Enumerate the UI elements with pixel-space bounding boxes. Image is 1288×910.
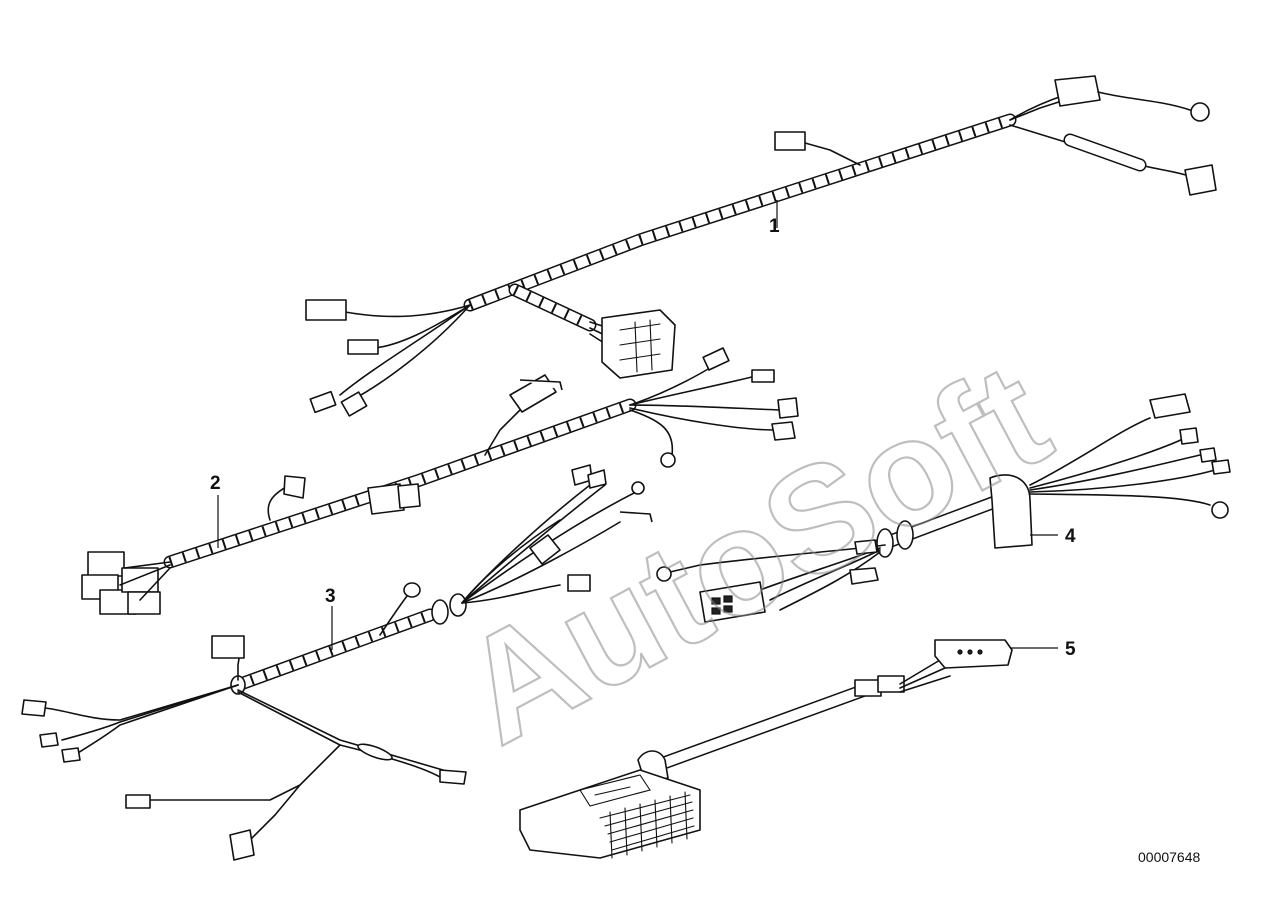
callout-2: 2 [210, 473, 221, 494]
harness-3-grommet [431, 593, 467, 625]
harness-5-inline-connector [854, 675, 905, 697]
harness-2: 2 [81, 347, 799, 615]
callout-1: 1 [769, 216, 780, 237]
harness-3: 3 [21, 464, 653, 861]
harness-5: 5 [519, 639, 1076, 859]
harness-1-block-connector [601, 309, 676, 379]
harness-1-connector-top-right [1054, 75, 1101, 107]
callout-5: 5 [1065, 639, 1076, 660]
harness-5-multipin-plug [519, 750, 701, 859]
harness-4: 4 [656, 393, 1231, 623]
harness-1-plug-left [305, 299, 347, 321]
harness-5-end-connector [934, 639, 1013, 669]
harness-4-connector [699, 581, 766, 623]
document-number: 00007648 [1138, 849, 1201, 865]
harness-4-grommet-large [989, 474, 1033, 549]
harness-2-block-connectors [81, 551, 161, 615]
callout-3: 3 [325, 586, 336, 607]
harness-1: 1 [305, 75, 1217, 417]
callout-4: 4 [1065, 526, 1076, 547]
